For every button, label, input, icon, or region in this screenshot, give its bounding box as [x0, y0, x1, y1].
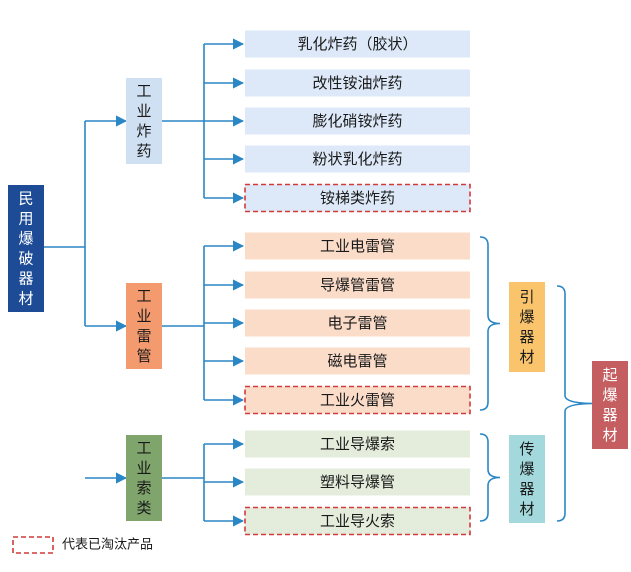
- leaf-label: 工业火雷管: [320, 391, 395, 409]
- super-group-node-box: [592, 361, 628, 449]
- category-node-0-char: 业: [136, 102, 151, 120]
- category-node-0-char: 工: [136, 82, 151, 100]
- root-node-char: 民: [18, 190, 33, 208]
- leaf-node: 改性铵油炸药: [245, 69, 470, 97]
- category-node-2-char: 工: [136, 439, 151, 457]
- leaf-node: 工业导爆索: [245, 430, 470, 458]
- leaf-label: 铵梯类炸药: [320, 189, 395, 207]
- leaf-box: [245, 232, 470, 260]
- brace-initiating: [479, 236, 501, 411]
- leaf-box: [245, 69, 470, 97]
- group-node-1-char: 传: [519, 440, 534, 458]
- leaf-label: 粉状乳化炸药: [312, 150, 402, 168]
- legend-swatch: [12, 536, 54, 554]
- category-node-1-box: [126, 283, 162, 369]
- leaf-node: 粉状乳化炸药: [245, 145, 470, 173]
- category-node-1-char: 业: [136, 307, 151, 325]
- super-group-node-char: 爆: [602, 386, 617, 404]
- leaf-label: 磁电雷管: [327, 352, 387, 370]
- leaf-label: 工业电雷管: [320, 237, 395, 255]
- category-node-1-char: 雷: [136, 327, 151, 345]
- leaf-node: 工业导火索: [244, 506, 471, 536]
- category-node-1-char: 管: [136, 347, 151, 365]
- leaf-box: [244, 183, 471, 213]
- group-node-0-char: 引: [519, 288, 534, 306]
- leaf-label: 改性铵油炸药: [312, 74, 402, 92]
- leaf-node: 膨化硝铵炸药: [245, 107, 470, 135]
- root-node-char: 爆: [18, 230, 33, 248]
- group-node-1-char: 材: [519, 500, 534, 518]
- leaf-node: 工业电雷管: [245, 232, 470, 260]
- leaf-label: 膨化硝铵炸药: [312, 112, 402, 130]
- root-node-char: 器: [18, 270, 33, 288]
- leaf-box: [245, 347, 470, 375]
- leaf-box: [244, 385, 471, 415]
- group-node-1-char: 器: [519, 480, 534, 498]
- leaf-node: 乳化炸药（胶状）: [245, 30, 470, 58]
- root-node-char: 破: [18, 250, 33, 268]
- category-node-2-char: 业: [136, 459, 151, 477]
- leaf-label: 导爆管雷管: [320, 276, 395, 294]
- group-node-1-box: [509, 435, 545, 523]
- super-group-node-char: 材: [602, 426, 617, 444]
- leaf-box: [245, 468, 470, 496]
- root-node-char: 材: [18, 290, 33, 308]
- leaf-node: 磁电雷管: [245, 347, 470, 375]
- category-node-2-char: 类: [136, 499, 151, 517]
- leaf-label: 工业导爆索: [320, 435, 395, 453]
- leaf-node: 塑料导爆管: [245, 468, 470, 496]
- brace-transmitting: [479, 433, 501, 522]
- group-node-0-char: 爆: [519, 308, 534, 326]
- super-group-node-char: 器: [602, 406, 617, 424]
- leaf-box: [245, 430, 470, 458]
- group-node-0-char: 器: [519, 328, 534, 346]
- leaf-box: [245, 107, 470, 135]
- super-group-node-char: 起: [602, 366, 617, 384]
- group-node-0-char: 材: [519, 348, 534, 366]
- category-node-2-char: 索: [136, 479, 151, 497]
- leaf-node: 工业火雷管: [244, 385, 471, 415]
- root-node-box: [8, 185, 44, 312]
- brace-detonating: [556, 285, 596, 522]
- leaf-label: 乳化炸药（胶状）: [297, 35, 417, 53]
- category-node-0-char: 炸: [136, 122, 151, 140]
- category-node-0-box: [126, 78, 162, 164]
- leaf-box: [245, 145, 470, 173]
- category-node-1-char: 工: [136, 287, 151, 305]
- leaf-node: 导爆管雷管: [245, 271, 470, 299]
- legend-label: 代表已淘汰产品: [62, 538, 153, 553]
- group-node-1-char: 爆: [519, 460, 534, 478]
- leaf-node: 电子雷管: [245, 309, 470, 337]
- leaf-label: 塑料导爆管: [320, 473, 395, 491]
- category-node-2-box: [126, 435, 162, 521]
- leaf-label: 工业导火索: [320, 512, 395, 530]
- leaf-box: [245, 30, 470, 58]
- legend: 代表已淘汰产品: [12, 536, 153, 554]
- leaf-box: [244, 506, 471, 536]
- category-node-0-char: 药: [136, 142, 151, 160]
- leaf-node: 铵梯类炸药: [244, 183, 471, 213]
- leaf-box: [245, 271, 470, 299]
- leaf-box: [245, 309, 470, 337]
- group-node-0-box: [509, 282, 545, 372]
- leaf-label: 电子雷管: [327, 314, 387, 332]
- root-node-char: 用: [18, 210, 33, 228]
